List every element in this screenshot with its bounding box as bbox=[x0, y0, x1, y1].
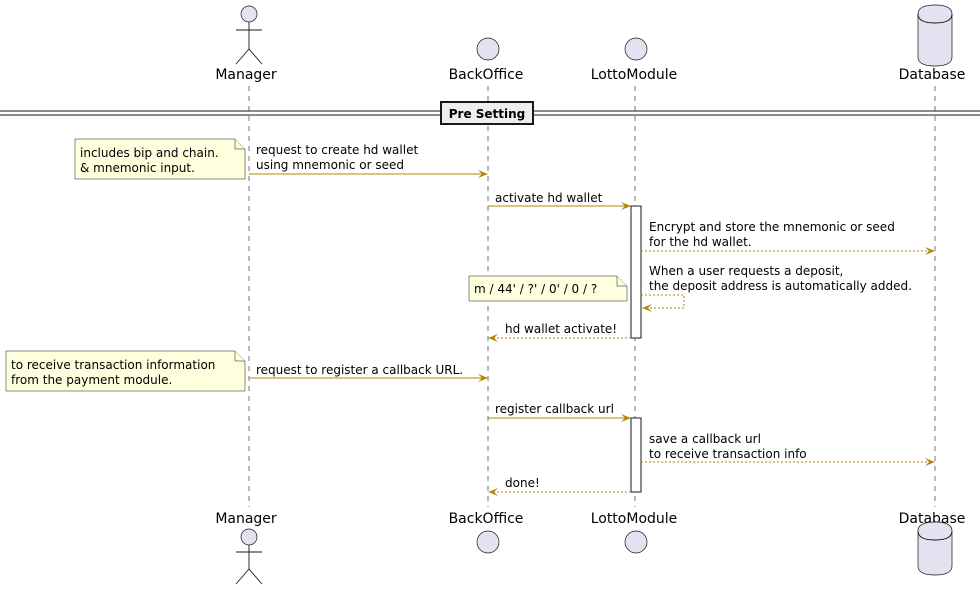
participant-label: Database bbox=[899, 511, 966, 527]
participant-label: Database bbox=[899, 67, 966, 83]
message-register-callback-url-request: request to register a callback URL. bbox=[249, 363, 488, 382]
message-label: for the hd wallet. bbox=[649, 235, 752, 249]
message-label: using mnemonic or seed bbox=[256, 158, 404, 172]
message-label: activate hd wallet bbox=[495, 191, 603, 205]
activation-bar bbox=[630, 205, 642, 339]
note-receive-transaction: to receive transaction information from … bbox=[5, 350, 246, 392]
participant-lottomodule-top: LottoModule bbox=[591, 37, 678, 83]
participant-lottomodule-bottom: LottoModule bbox=[591, 511, 678, 554]
note-line: m / 44' / ?' / 0' / 0 / ? bbox=[474, 282, 597, 296]
message-encrypt-store: Encrypt and store the mnemonic or seed f… bbox=[641, 220, 935, 255]
participant-database-top: Database bbox=[899, 4, 966, 83]
message-create-hd-wallet: request to create hd wallet using mnemon… bbox=[249, 143, 488, 178]
message-label: When a user requests a deposit, bbox=[649, 264, 843, 278]
message-label: register callback url bbox=[495, 402, 614, 416]
note-line: from the payment module. bbox=[11, 373, 172, 387]
message-deposit-address-auto: When a user requests a deposit, the depo… bbox=[641, 264, 912, 312]
note-line: includes bip and chain. bbox=[80, 146, 219, 160]
message-label: Encrypt and store the mnemonic or seed bbox=[649, 220, 895, 234]
message-done: done! bbox=[488, 476, 631, 496]
message-label: request to register a callback URL. bbox=[256, 363, 463, 377]
message-label: done! bbox=[505, 476, 540, 490]
participant-manager-top: Manager bbox=[215, 5, 277, 83]
message-save-callback-url: save a callback url to receive transacti… bbox=[641, 432, 935, 466]
message-register-callback-url: register callback url bbox=[488, 402, 631, 422]
participant-label: BackOffice bbox=[449, 511, 524, 527]
note-line: to receive transaction information bbox=[11, 358, 215, 372]
note-line: & mnemonic input. bbox=[80, 161, 195, 175]
message-activate-hd-wallet: activate hd wallet bbox=[488, 191, 631, 210]
note-bip-chain: includes bip and chain. & mnemonic input… bbox=[74, 138, 246, 180]
note-derivation-path: m / 44' / ?' / 0' / 0 / ? bbox=[468, 275, 628, 302]
participant-backoffice-top: BackOffice bbox=[449, 37, 524, 83]
activation-bar bbox=[630, 417, 642, 493]
participant-database-bottom: Database bbox=[899, 511, 966, 576]
message-label: the deposit address is automatically add… bbox=[649, 279, 912, 293]
participant-label: LottoModule bbox=[591, 67, 678, 83]
message-label: request to create hd wallet bbox=[256, 143, 418, 157]
participant-label: Manager bbox=[215, 67, 277, 83]
participant-label: BackOffice bbox=[449, 67, 524, 83]
message-hd-wallet-activate: hd wallet activate! bbox=[488, 322, 631, 342]
separator-pre-setting: Pre Setting bbox=[0, 101, 980, 125]
participant-backoffice-bottom: BackOffice bbox=[449, 511, 524, 554]
participant-manager-bottom: Manager bbox=[215, 511, 277, 585]
message-label: save a callback url bbox=[649, 432, 761, 446]
message-label: hd wallet activate! bbox=[505, 322, 617, 336]
message-label: to receive transaction info bbox=[649, 447, 807, 461]
participant-label: Manager bbox=[215, 511, 277, 527]
participant-label: LottoModule bbox=[591, 511, 678, 527]
separator-label: Pre Setting bbox=[449, 107, 526, 121]
